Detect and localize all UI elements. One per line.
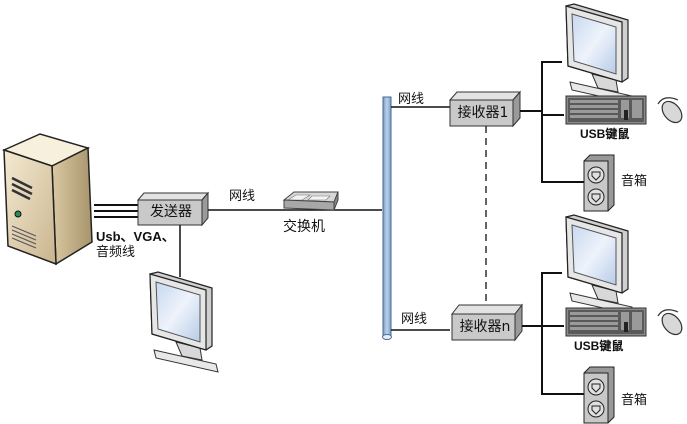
sender-label: 发送器 [150, 204, 192, 220]
keyboard-1-icon [565, 95, 647, 125]
switch-icon [282, 191, 339, 211]
switch-label: 交换机 [283, 219, 325, 235]
receiver-n-box [450, 303, 524, 342]
receivern-branches [522, 272, 584, 395]
server-sender-cable [94, 204, 138, 218]
receivern-cable-label: 网线 [401, 312, 428, 327]
speaker-1-label: 音箱 [621, 174, 648, 189]
mouse-1-icon [657, 97, 687, 127]
speaker-n-icon [583, 366, 615, 424]
receiver1-branches [520, 61, 584, 183]
cable-label-line1: Usb、VGA、 [96, 229, 175, 244]
sender-box [136, 191, 210, 227]
receiver-n-label: 接收器n [459, 319, 511, 335]
network-bus [382, 96, 392, 340]
speaker-1-icon [583, 154, 615, 212]
cable-label-line2: 音频线 [96, 245, 136, 260]
keyboard-mouse-n-label: USB键鼠 [574, 339, 624, 353]
speaker-n-label: 音箱 [621, 393, 648, 408]
network-cable-label: 网线 [229, 189, 256, 204]
receiver-1-box [448, 90, 522, 128]
receiver1-cable-label: 网线 [398, 92, 425, 107]
mouse-n-icon [657, 309, 687, 339]
server-tower-icon [1, 133, 93, 266]
monitor-n-icon [565, 214, 635, 316]
receiver-1-label: 接收器1 [457, 105, 509, 121]
keyboard-mouse-1-label: USB键鼠 [580, 127, 630, 141]
keyboard-n-icon [565, 307, 647, 337]
monitor-1-icon [565, 3, 635, 105]
local-monitor-icon [149, 271, 219, 373]
